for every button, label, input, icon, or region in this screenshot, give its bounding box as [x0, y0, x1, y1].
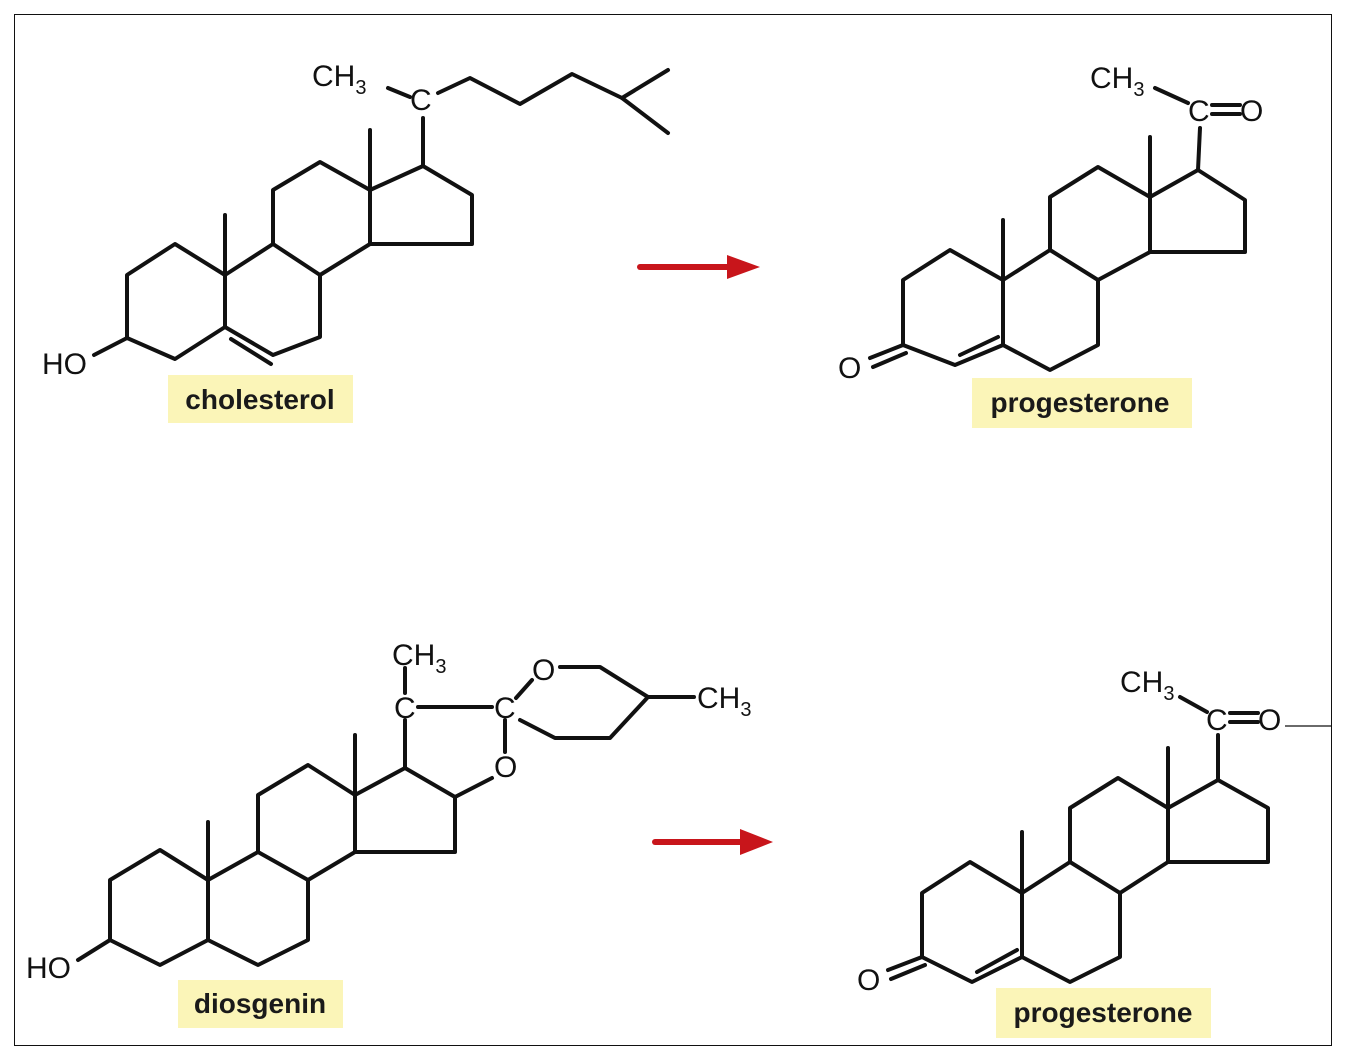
diosgenin-name: diosgenin [194, 988, 326, 1019]
progesterone-2-c20-oxygen: O [1258, 704, 1281, 737]
progesterone-1-ring-d [1148, 168, 1247, 254]
progesterone-1-c20-label: C [1188, 95, 1210, 128]
progesterone-1-ring-b [1001, 248, 1100, 372]
progesterone-1-ring-c [1048, 165, 1152, 282]
progesterone-1-c3-ketone-b [871, 351, 908, 369]
progesterone-1-c3-oxygen: O [838, 352, 861, 385]
progesterone-2-double-bond [975, 948, 1019, 974]
progesterone-1-double-bond [958, 335, 1000, 357]
diosgenin-ring-e-oxygen: O [494, 751, 517, 784]
cholesterol-structure: HO C CH3 [42, 60, 670, 381]
cholesterol-c20-ch3 [386, 86, 412, 99]
diosgenin-ring-b [206, 850, 310, 967]
progesterone-2-c3-ketone-b [889, 963, 927, 981]
diosgenin-ring-c [256, 763, 357, 882]
cholesterol-name: cholesterol [185, 384, 334, 415]
cholesterol-hydroxyl-label: HO [42, 348, 87, 381]
progesterone-2-ring-d [1166, 778, 1270, 864]
progesterone-2-c20-label: C [1206, 704, 1228, 737]
progesterone-1-c20-ch3 [1153, 86, 1190, 105]
cholesterol-ring-c [271, 160, 372, 277]
cholesterol-ring-a [125, 242, 227, 361]
reaction-arrow-1 [637, 255, 760, 279]
diosgenin-structure: HO C C O O CH3 CH3 [26, 639, 751, 985]
progesterone-1-name: progesterone [991, 387, 1170, 418]
progesterone-2-c3-oxygen: O [857, 964, 880, 997]
diosgenin-c20-label: C [394, 692, 416, 725]
cholesterol-c3-oh [92, 336, 129, 357]
diosgenin-c3-oh [76, 938, 112, 962]
cholesterol-c20-label: C [410, 84, 432, 117]
diosgenin-c22-label: C [494, 692, 516, 725]
figure-frame [14, 14, 1332, 1046]
diosgenin-o-c16 [453, 776, 494, 799]
diosgenin-ring-a [108, 848, 210, 967]
progesterone-2-c20-ch3 [1178, 695, 1209, 714]
diosgenin-c27-ch3-label: CH3 [697, 682, 751, 721]
diosgenin-ring-f-top [558, 665, 650, 699]
cholesterol-side-chain-branch [620, 96, 670, 135]
progesterone-2-highlight [996, 988, 1211, 1038]
progesterone-2-ch3-label: CH3 [1120, 666, 1174, 705]
cholesterol-double-bond [229, 337, 273, 366]
cholesterol-ch3-label: CH3 [312, 60, 366, 99]
reaction-arrow-2 [652, 829, 773, 855]
diosgenin-ring-d [353, 766, 457, 854]
progesterone-2-ring-c [1068, 776, 1170, 895]
progesterone-2-name: progesterone [1014, 997, 1193, 1028]
progesterone-2-ring-b [1020, 860, 1122, 984]
progesterone-1-c17-c20 [1196, 126, 1202, 172]
progesterone-1-ch3-label: CH3 [1090, 62, 1144, 101]
progesterone-1-ring-a [901, 248, 1005, 367]
cholesterol-highlight [168, 375, 353, 423]
progesterone-structure-2: O C O CH3 [857, 666, 1332, 997]
progesterone-2-ring-a [920, 860, 1024, 984]
diosgenin-highlight [178, 980, 343, 1028]
progesterone-1-c3-ketone-a [868, 343, 905, 360]
diosgenin-ring-f-oxygen: O [532, 654, 555, 687]
progesterone-1-highlight [972, 378, 1192, 428]
diosgenin-c21-ch3-label: CH3 [392, 639, 446, 678]
progesterone-2-c3-ketone-a [886, 955, 924, 972]
cholesterol-ring-d [368, 164, 474, 246]
cholesterol-ring-b [223, 242, 322, 357]
diosgenin-c22-o-ring-f [514, 678, 534, 700]
progesterone-1-c20-oxygen: O [1240, 95, 1263, 128]
cholesterol-side-chain [436, 68, 670, 106]
diosgenin-hydroxyl-label: HO [26, 952, 71, 985]
progesterone-structure-1: O C O CH3 [838, 62, 1263, 385]
diosgenin-ring-f-bottom [518, 695, 650, 740]
